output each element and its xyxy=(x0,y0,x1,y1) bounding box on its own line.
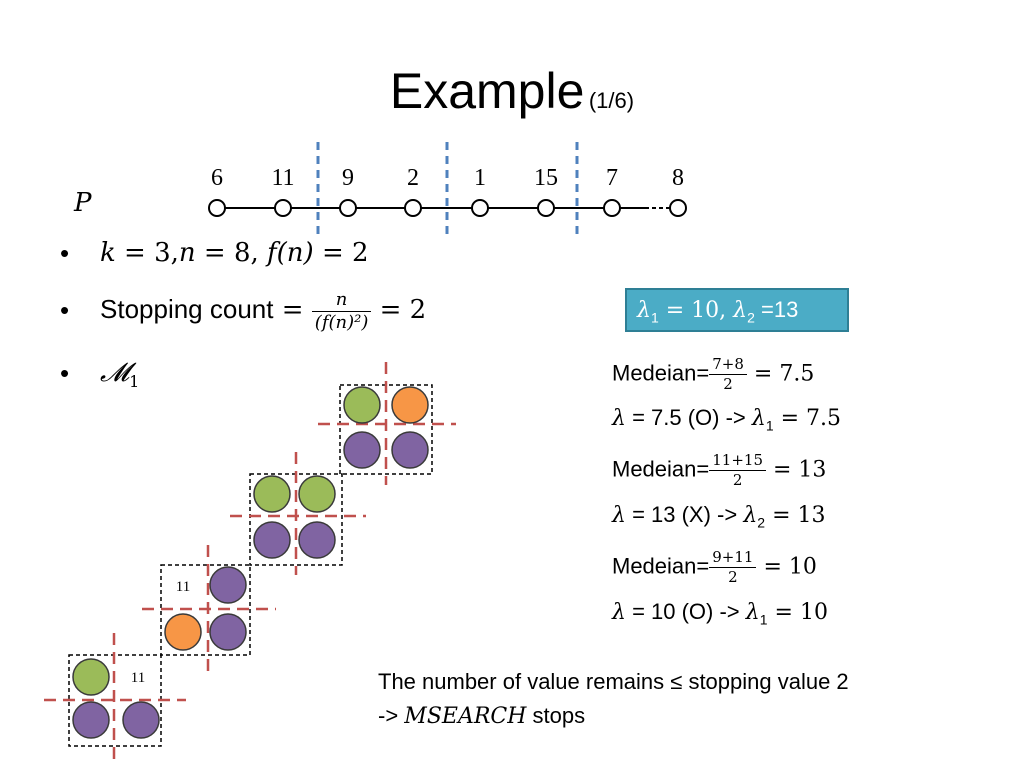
sequence-node xyxy=(603,199,621,217)
bullet-dot: • xyxy=(60,358,70,388)
sequence-value: 15 xyxy=(534,165,558,191)
sequence-value: 6 xyxy=(211,165,223,191)
green-dot xyxy=(72,658,110,696)
purple-dot xyxy=(72,701,110,739)
sequence-nodes xyxy=(208,199,687,217)
conclusion-line-2: -> MSEARCH stops xyxy=(378,703,586,729)
purple-dot xyxy=(209,566,247,604)
bullet-dot: • xyxy=(60,238,70,268)
sequence-node xyxy=(471,199,489,217)
sequence-value: 1 xyxy=(474,165,486,191)
sequence-value: 7 xyxy=(606,165,618,191)
purple-dot xyxy=(391,431,429,469)
orange-dot xyxy=(391,386,429,424)
orange-dot xyxy=(164,613,202,651)
grid-cell-label: 11 xyxy=(131,670,145,686)
sequence-node xyxy=(669,199,687,217)
lambda-box: λ1 = 10, λ2 =13 xyxy=(625,288,849,332)
purple-dot xyxy=(253,521,291,559)
sequence-values: 6 11 9 2 1 15 7 8 xyxy=(211,165,684,191)
title-subtitle: (1/6) xyxy=(588,88,635,113)
title-main: Example xyxy=(389,63,585,119)
green-dot xyxy=(343,386,381,424)
sequence-value: 9 xyxy=(342,165,354,191)
grid-cell-label: 11 xyxy=(176,579,190,595)
sequence-value: 8 xyxy=(672,165,684,191)
conclusion-line-1: The number of value remains ≤ stopping v… xyxy=(378,669,849,694)
sequence-label: P xyxy=(74,188,92,218)
grid-block xyxy=(160,564,251,656)
bullet-m1: 𝓜1 xyxy=(100,358,140,392)
sequence-node xyxy=(537,199,555,217)
green-dot xyxy=(298,475,336,513)
lambda-update-line: λ = 10 (O) -> λ1 = 10 xyxy=(612,599,828,628)
purple-dot xyxy=(209,613,247,651)
bullet-dot: • xyxy=(60,295,70,325)
green-dot xyxy=(253,475,291,513)
lambda-update-line: λ = 7.5 (O) -> λ1 = 7.5 xyxy=(612,405,842,434)
bullet-params: k = 3,n = 8, f(n) = 2 xyxy=(100,238,369,268)
sequence-node xyxy=(339,199,357,217)
sequence-node xyxy=(274,199,292,217)
purple-dot xyxy=(343,431,381,469)
slide-title: Example (1/6) xyxy=(0,62,1024,120)
purple-dot xyxy=(298,521,336,559)
purple-dot xyxy=(122,701,160,739)
bullet-stopping-count: Stopping count = n (f(n)²) = 2 xyxy=(100,288,427,333)
sequence-value: 2 xyxy=(407,165,419,191)
sequence-node xyxy=(208,199,226,217)
sequence-node xyxy=(404,199,422,217)
sequence-value: 11 xyxy=(271,165,294,191)
lambda-update-line: λ = 13 (X) -> λ2 = 13 xyxy=(612,502,826,531)
